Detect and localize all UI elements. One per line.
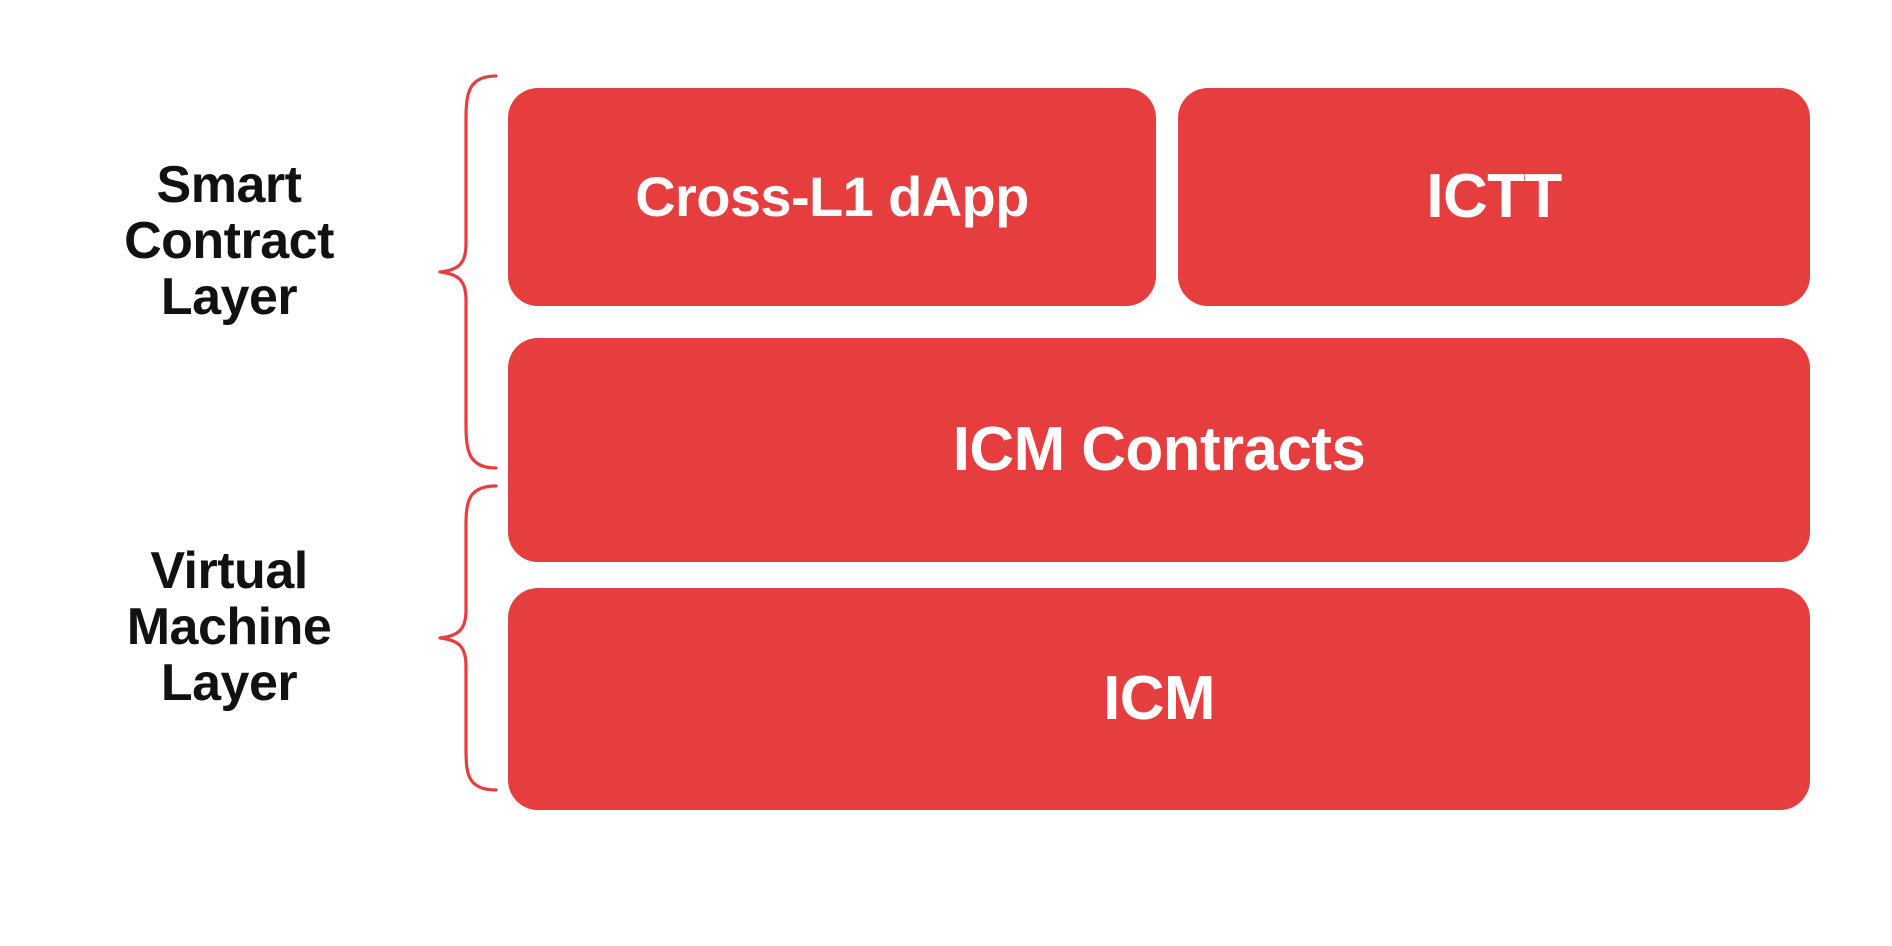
- node-box-icm-contracts[interactable]: ICM Contracts: [508, 338, 1810, 562]
- left-curly-brace-icon-smart-contract: [438, 74, 498, 470]
- node-label-icm-contracts: ICM Contracts: [952, 415, 1366, 484]
- node-box-ictt[interactable]: ICTT: [1178, 88, 1810, 306]
- node-label-cross-l1-dapp: Cross-L1 dApp: [635, 165, 1029, 228]
- node-label-ictt: ICTT: [1426, 162, 1562, 231]
- node-label-icm: ICM: [1103, 664, 1215, 733]
- left-curly-brace-icon-virtual-machine: [438, 484, 498, 792]
- group-label-smart-contract-layer: Smart Contract Layer: [124, 155, 334, 327]
- group-label-virtual-machine-layer: Virtual Machine Layer: [126, 541, 332, 713]
- node-box-cross-l1-dapp[interactable]: Cross-L1 dApp: [508, 88, 1156, 306]
- node-box-icm[interactable]: ICM: [508, 588, 1810, 810]
